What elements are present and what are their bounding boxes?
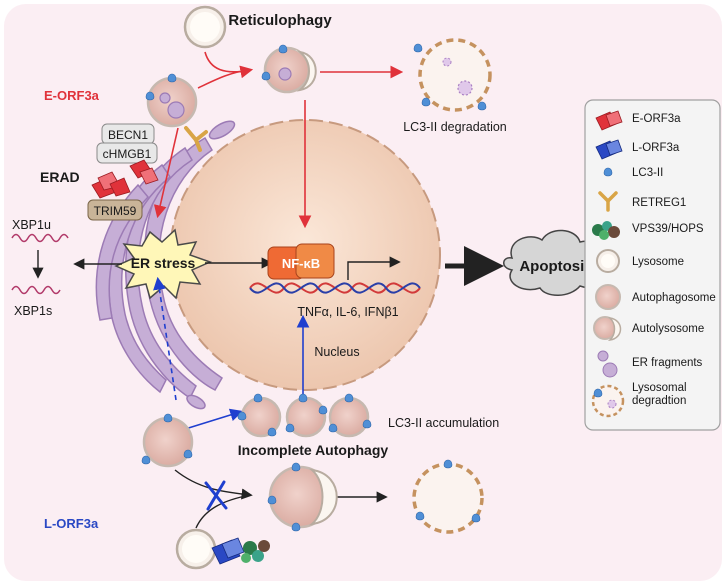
l-orf3a-icon bbox=[595, 139, 623, 160]
nfkb-complex bbox=[267, 243, 335, 280]
block-x-icon bbox=[204, 480, 228, 511]
legend-label-e-orf3a: E-ORF3a bbox=[632, 113, 681, 125]
legend-label-lysosome: Lysosome bbox=[632, 256, 684, 268]
lc3-ii-icon bbox=[603, 167, 613, 177]
nfkb-label: NF-κB bbox=[282, 256, 320, 271]
trim59-label: TRIM59 bbox=[94, 204, 137, 218]
er-stress-label: ER stress bbox=[131, 255, 196, 271]
autophagosome-icon bbox=[595, 284, 621, 310]
legend-label-vps39-hops: VPS39/HOPS bbox=[632, 223, 704, 235]
lysosomal-degradation-icon bbox=[591, 384, 625, 418]
chmgb1-box bbox=[96, 142, 158, 164]
lc3-degradation-label: LC3-II degradation bbox=[403, 120, 507, 134]
retreg1-receptor bbox=[184, 126, 208, 152]
legend-label-retreg1: RETREG1 bbox=[632, 197, 686, 209]
l-orf3a-arrows bbox=[153, 276, 310, 431]
reticulophagy-label: Reticulophagy bbox=[228, 12, 332, 29]
chmgb1-label: cHMGB1 bbox=[103, 147, 152, 161]
legend-label-lc3-ii: LC3-II bbox=[632, 167, 663, 179]
becn1-label: BECN1 bbox=[108, 128, 148, 142]
dna-helix bbox=[249, 282, 421, 294]
legend-label-l-orf3a: L-ORF3a bbox=[632, 142, 680, 154]
top-lysosome bbox=[183, 5, 227, 49]
autolysosome-icon bbox=[593, 316, 622, 342]
xbp1s-label: XBP1s bbox=[14, 304, 52, 318]
xbp1u-wave bbox=[11, 233, 69, 243]
splice-arrows bbox=[32, 250, 273, 279]
bottom-autolysosome bbox=[267, 462, 338, 532]
top-lysosomal-degradation bbox=[413, 38, 492, 112]
trim59-box bbox=[87, 199, 143, 221]
apoptosis-label: Apoptosis bbox=[519, 258, 592, 275]
vps39-hops-icon bbox=[592, 221, 620, 240]
accumulated-autophagosomes bbox=[237, 393, 372, 438]
bottom-lysosome bbox=[175, 528, 217, 570]
e-orf3a-label: E-ORF3a bbox=[44, 88, 100, 103]
er-autophagosome bbox=[145, 73, 198, 128]
lysosome-icon bbox=[596, 249, 620, 273]
nucleus-label: Nucleus bbox=[314, 345, 359, 359]
bottom-lysosomal-degradation bbox=[412, 459, 484, 534]
legend-label-autophagosome: Autophagosome bbox=[632, 292, 716, 304]
cytokines-label: TNFα, IL-6, IFNβ1 bbox=[297, 305, 398, 319]
incomplete-autophagy-label: Incomplete Autophagy bbox=[238, 442, 389, 458]
bottom-autophagosome bbox=[141, 413, 194, 468]
xbp1s-wave bbox=[11, 285, 61, 295]
legend-icons bbox=[591, 110, 625, 418]
er-fragments-icon bbox=[597, 350, 618, 378]
xbp1u-label: XBP1u bbox=[12, 218, 51, 232]
erad-label: ERAD bbox=[40, 169, 80, 185]
l-orf3a-label: L-ORF3a bbox=[44, 516, 99, 531]
er-stress-burst bbox=[114, 228, 213, 300]
e-orf3a-icon bbox=[595, 110, 623, 131]
e-orf3a-protein bbox=[91, 171, 131, 199]
legend-label-er-fragments: ER fragments bbox=[632, 357, 703, 369]
reticulophagy-arrows bbox=[153, 51, 404, 229]
legend-box bbox=[584, 99, 721, 431]
e-orf3a-protein-2 bbox=[129, 159, 159, 185]
vps39-hops-cluster bbox=[211, 537, 270, 565]
transcription-start-arrow bbox=[347, 256, 401, 280]
top-autolysosome bbox=[261, 44, 317, 94]
endoplasmic-reticulum bbox=[95, 120, 236, 410]
lc3-accumulation-label: LC3-II accumulation bbox=[388, 416, 499, 430]
retreg1-icon bbox=[598, 191, 618, 212]
legend-label-autolysosome: Autolysosome bbox=[632, 323, 704, 335]
